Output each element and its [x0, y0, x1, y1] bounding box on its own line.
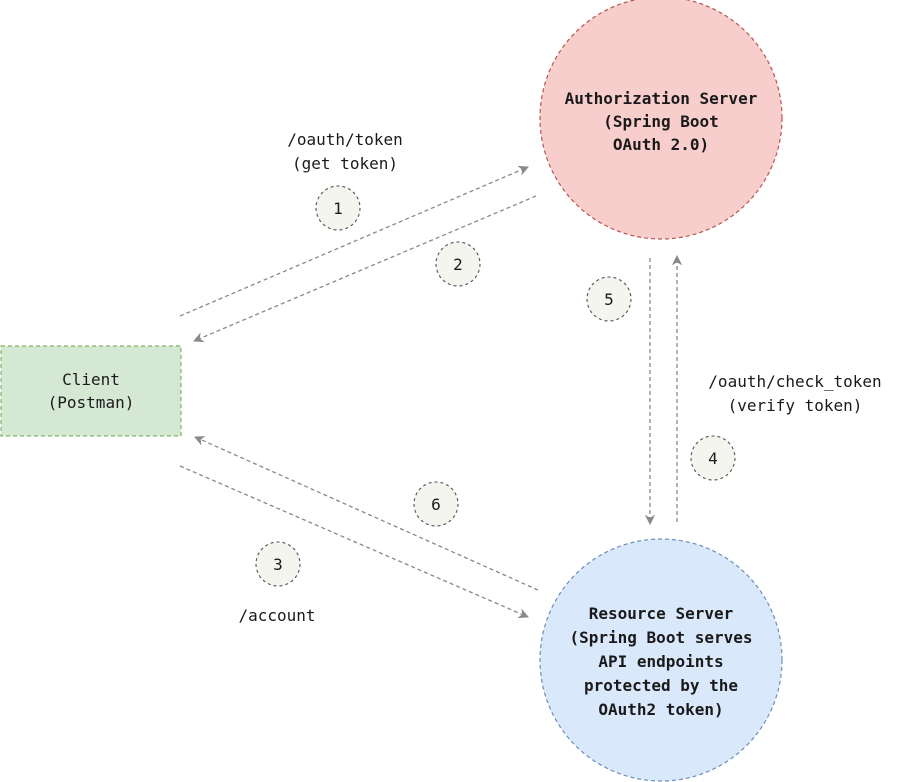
account-label: /account [238, 606, 315, 625]
auth-server-node: Authorization Server (Spring Boot OAuth … [539, 0, 783, 240]
resource-server-line-1: Resource Server [589, 604, 734, 623]
step-2-badge: 2 [435, 241, 481, 287]
resource-server-circle [539, 538, 783, 782]
resource-server-line-4: protected by the [584, 676, 738, 695]
resource-server-line-2: (Spring Boot serves [569, 628, 752, 647]
step-4-badge: 4 [690, 435, 736, 481]
step-3-badge: 3 [255, 541, 301, 587]
token-endpoint-sublabel: (get token) [292, 154, 398, 173]
step-3-number: 3 [273, 555, 283, 574]
auth-server-line-3: OAuth 2.0) [613, 135, 709, 154]
check-token-sublabel: (verify token) [728, 396, 863, 415]
client-node: Client (Postman) [0, 345, 182, 437]
auth-server-circle [539, 0, 783, 240]
auth-server-line-1: Authorization Server [565, 89, 758, 108]
step-6-badge: 6 [413, 481, 459, 527]
arrow-auth-to-client [193, 195, 537, 343]
client-line-2: (Postman) [48, 393, 135, 412]
step-6-number: 6 [431, 495, 441, 514]
resource-server-line-3: API endpoints [598, 652, 723, 671]
arrow-client-to-auth [179, 165, 529, 317]
edge-labels: /oauth/token (get token) /oauth/check_to… [238, 130, 881, 625]
client-line-1: Client [62, 370, 120, 389]
arrows [179, 165, 683, 619]
resource-server-line-5: OAuth2 token) [598, 700, 723, 719]
step-1-number: 1 [333, 199, 343, 218]
client-box [0, 345, 182, 437]
step-5-badge: 5 [586, 276, 632, 322]
auth-server-line-2: (Spring Boot [603, 112, 719, 131]
step-badges: 1 2 3 4 5 6 [255, 185, 736, 587]
resource-server-node: Resource Server (Spring Boot serves API … [539, 538, 783, 782]
step-2-number: 2 [453, 255, 463, 274]
check-token-label: /oauth/check_token [708, 372, 881, 391]
token-endpoint-label: /oauth/token [287, 130, 403, 149]
arrow-client-to-resource [179, 465, 529, 619]
step-5-number: 5 [604, 290, 614, 309]
step-4-number: 4 [708, 449, 718, 468]
arrow-resource-to-client [194, 436, 539, 591]
step-1-badge: 1 [315, 185, 361, 231]
